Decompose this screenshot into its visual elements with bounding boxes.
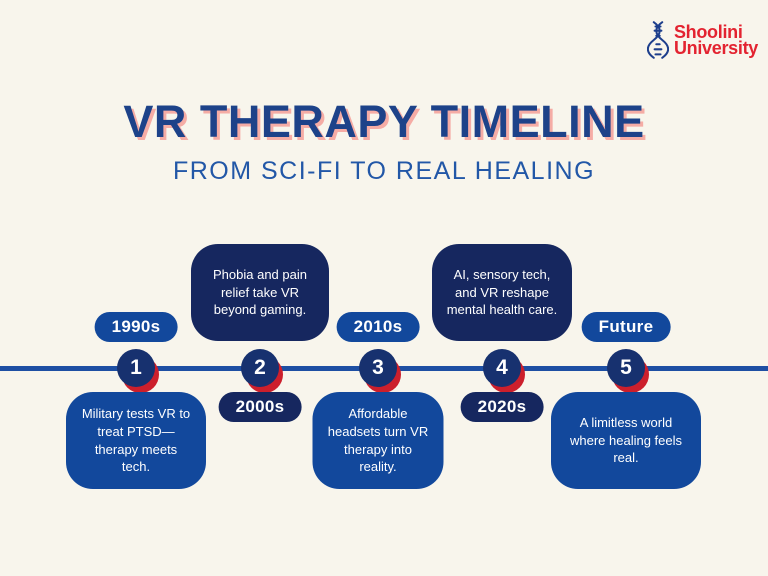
milestone-description: A limitless world where healing feels re… <box>551 392 701 489</box>
logo-name-line2: University <box>673 38 758 58</box>
milestone-description: AI, sensory tech, and VR reshape mental … <box>432 244 572 341</box>
milestone-description: Military tests VR to treat PTSD—therapy … <box>66 392 206 489</box>
logo-wordmark: Shoolini University <box>673 22 758 58</box>
timeline-line <box>0 366 768 371</box>
red-accent-crescent <box>246 356 283 393</box>
university-logo: Shoolini University <box>646 17 758 63</box>
page-subtitle: FROM SCI-FI TO REAL HEALING <box>172 157 596 185</box>
dna-helix-icon <box>646 17 669 63</box>
era-badge: 2000s <box>218 392 302 422</box>
era-badge: 2020s <box>460 392 544 422</box>
milestone-description: Phobia and pain relief take VR beyond ga… <box>191 244 329 341</box>
era-badge: 2010s <box>336 312 420 342</box>
red-accent-crescent <box>122 356 159 393</box>
milestone-description: Affordable headsets turn VR therapy into… <box>312 392 444 489</box>
logo-name-line1: Shoolini <box>673 22 743 42</box>
era-badge: 1990s <box>94 312 178 342</box>
red-accent-crescent <box>364 356 401 393</box>
era-badge: Future <box>581 312 671 342</box>
red-accent-crescent <box>612 356 649 393</box>
red-accent-crescent <box>488 356 525 393</box>
page-title: VR THERAPY TIMELINE <box>123 96 645 147</box>
